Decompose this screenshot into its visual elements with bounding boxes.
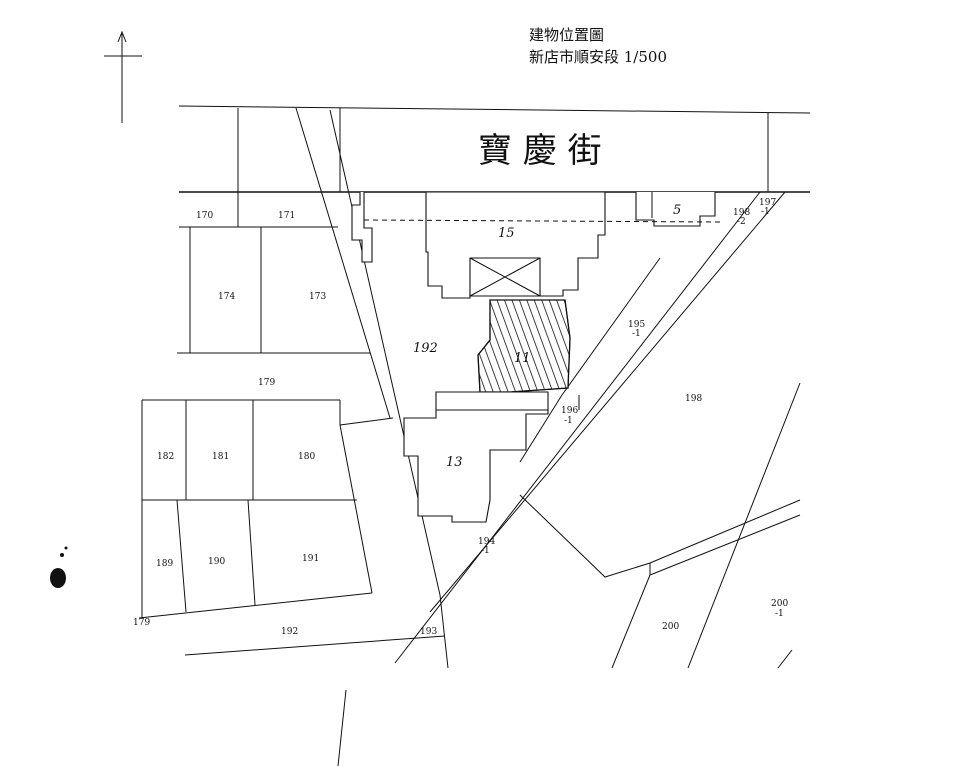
parcel-195: 195 [628, 320, 645, 330]
parcel-198-b: 198 [733, 208, 750, 218]
handwritten-labels: 192 5 15 11 13 [413, 203, 681, 470]
parcel-197-sub: -1 [761, 207, 770, 217]
building-13-footprint [403, 391, 549, 523]
building-11-label: 11 [514, 351, 531, 366]
parcel-200-b: 200 [771, 599, 788, 609]
map-subtitle-scale: 新店市順安段 1/500 [529, 48, 667, 66]
parcel-198-sub: -2 [737, 217, 746, 227]
building-15-footprint [351, 191, 721, 299]
parcel-189: 189 [156, 559, 173, 569]
parcel-boundaries [138, 107, 449, 669]
parcel-179-b: 179 [133, 618, 150, 628]
parcel-190: 190 [208, 557, 225, 567]
parcel-196: 196 [561, 406, 578, 416]
parcel-195-sub: -1 [632, 329, 641, 339]
map-title: 建物位置圖 [529, 26, 605, 44]
parcel-182: 182 [157, 452, 174, 462]
parcel-194: 194 [478, 537, 495, 547]
parcel-194-sub: -1 [481, 546, 490, 556]
street-name: 寶 慶 街 [478, 131, 602, 171]
parcel-174: 174 [218, 292, 235, 302]
parcel-200-sub: -1 [775, 609, 784, 619]
parcel-197: 197 [759, 198, 776, 208]
parcel-180: 180 [298, 452, 315, 462]
building-5-label: 5 [673, 203, 681, 218]
parcel-198: 198 [685, 394, 702, 404]
parcel-171: 171 [278, 211, 295, 221]
building-11-footprint [477, 299, 571, 393]
parcel-196-sub: -1 [564, 416, 573, 426]
parcel-173: 173 [309, 292, 326, 302]
diagonal-road [337, 191, 801, 766]
north-arrow-icon [104, 30, 142, 123]
street-band: 寶 慶 街 [178, 105, 811, 193]
parcel-181: 181 [212, 452, 229, 462]
parcel-192: 192 [281, 627, 298, 637]
parcel-200: 200 [662, 622, 679, 632]
parcel-192-handwritten: 192 [413, 341, 438, 356]
building-13-label: 13 [446, 455, 463, 470]
parcel-170: 170 [196, 211, 213, 221]
building-15-label: 15 [498, 226, 515, 241]
parcel-193: 193 [420, 627, 437, 637]
parcel-191: 191 [302, 554, 319, 564]
parcel-179: 179 [258, 378, 275, 388]
parcel-labels: 170 171 174 173 179 179 182 181 180 189 … [133, 198, 788, 637]
scan-smudge [50, 546, 68, 588]
